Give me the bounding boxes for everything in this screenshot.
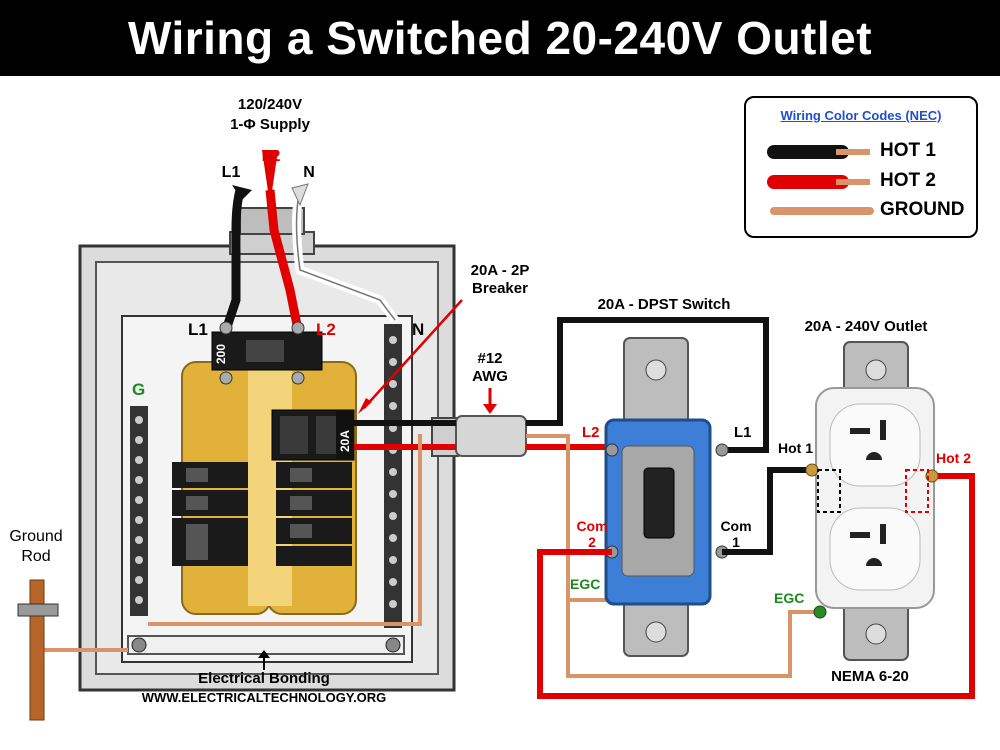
main-lug-bl (219, 371, 233, 385)
supply-wire-l2 (265, 189, 303, 331)
panel-l2-label: L2 (316, 320, 336, 339)
ground-bar (130, 406, 148, 616)
supply-voltage: 120/240V (237, 96, 303, 113)
ground-rod-line2: Rod (21, 548, 51, 565)
legend-item-hot1: HOT 1 (880, 140, 936, 161)
main-breaker-handle (246, 340, 284, 362)
outlet-terminal-egc (813, 605, 827, 619)
legend-title: Wiring Color Codes (NEC) (780, 108, 942, 123)
outlet-hot2-label: Hot 2 (936, 450, 971, 466)
outlet-title: 20A - 240V Outlet (804, 318, 928, 335)
conduit-12awg (455, 415, 527, 457)
breaker-callout-arrow (363, 299, 463, 409)
supply-l2-label: L2 (261, 148, 281, 165)
breaker-row-1-right (276, 462, 352, 488)
website-label: WWW.ELECTRICALTECHNOLOGY.ORG (141, 690, 387, 705)
outlet-egc-label: EGC (774, 590, 805, 606)
legend-swatches (767, 145, 874, 215)
page-title: Wiring a Switched 20-240V Outlet (0, 0, 1000, 76)
switch-terminal-l1 (715, 443, 729, 457)
outlet-hot1-bridge (817, 469, 841, 513)
breaker-row-2-right (276, 490, 352, 516)
wire-ground-to-switch (526, 434, 820, 678)
switch-toggle (643, 467, 675, 539)
breaker-20a-tag (336, 410, 354, 460)
panel-g-label: G (132, 380, 146, 399)
ground-rod-line1: Ground (9, 528, 63, 545)
switch-com1-label: Com (720, 518, 752, 534)
breaker-callout-line2: Breaker (472, 280, 528, 297)
cable-callout-line1: #12 (477, 350, 503, 367)
switch-terminal-l2 (605, 443, 619, 457)
supply-n-label: N (303, 164, 315, 181)
wire-com2-to-outlet (537, 473, 975, 699)
wiring-color-legend: Wiring Color Codes (NEC) HOT 1 HOT 2 GRO… (744, 96, 978, 238)
switch-l1-label: L1 (734, 424, 752, 441)
ground-rod-clamp (17, 603, 59, 617)
branch-breaker-rating: 20A (338, 429, 352, 452)
switch-title: 20A - DPST Switch (597, 296, 731, 313)
wire-l2-arrow (262, 150, 278, 205)
wire-n-tip (291, 183, 309, 207)
l2-lug (291, 321, 305, 335)
supply-wire-l1 (221, 188, 245, 332)
switch-l2-label: L2 (582, 424, 600, 441)
cable-callout-line2: AWG (472, 368, 508, 385)
outlet-terminal-hot1 (805, 463, 819, 477)
outlet-hot2-bridge (905, 469, 929, 513)
outlet-type-label: NEMA 6-20 (831, 668, 909, 685)
wire-com1-to-outlet (722, 467, 812, 555)
switch-com2-number: 2 (588, 534, 596, 550)
breaker-row-2-left (172, 490, 248, 516)
breaker-row-1-left (172, 462, 248, 488)
breaker-row-3-right (276, 518, 352, 544)
panel-n-label: N (412, 320, 425, 339)
ground-rod (29, 579, 45, 721)
bonding-bar (127, 635, 405, 655)
breaker-callout-line1: 20A - 2P (470, 262, 530, 279)
breaker-row-3-left (172, 518, 248, 566)
outlet-face-bottom (829, 507, 921, 591)
l1-lug (219, 321, 233, 335)
wire-l1-tip (232, 185, 252, 200)
main-breaker-rating: 200 (214, 343, 228, 364)
switch-com2-label: Com (576, 518, 608, 534)
main-lug-br (291, 371, 305, 385)
legend-item-ground: GROUND (880, 199, 965, 220)
panel-l1-label: L1 (188, 320, 208, 339)
supply-l1-label: L1 (221, 164, 241, 181)
wire-hot1-to-switch (526, 317, 769, 453)
bonding-label: Electrical Bonding (198, 670, 330, 687)
bonding-screw-left (131, 637, 147, 653)
switch-com1-number: 1 (732, 534, 740, 550)
legend-item-hot2: HOT 2 (880, 170, 936, 191)
wire-ground-panel (148, 434, 422, 626)
bonding-screw-right (385, 637, 401, 653)
outlet-hot1-label: Hot 1 (778, 440, 813, 456)
switch-egc-label: EGC (570, 576, 601, 592)
outlet-face-top (829, 403, 921, 487)
supply-phase: 1-Φ Supply (230, 116, 310, 133)
breaker-row-4-right (276, 546, 352, 566)
